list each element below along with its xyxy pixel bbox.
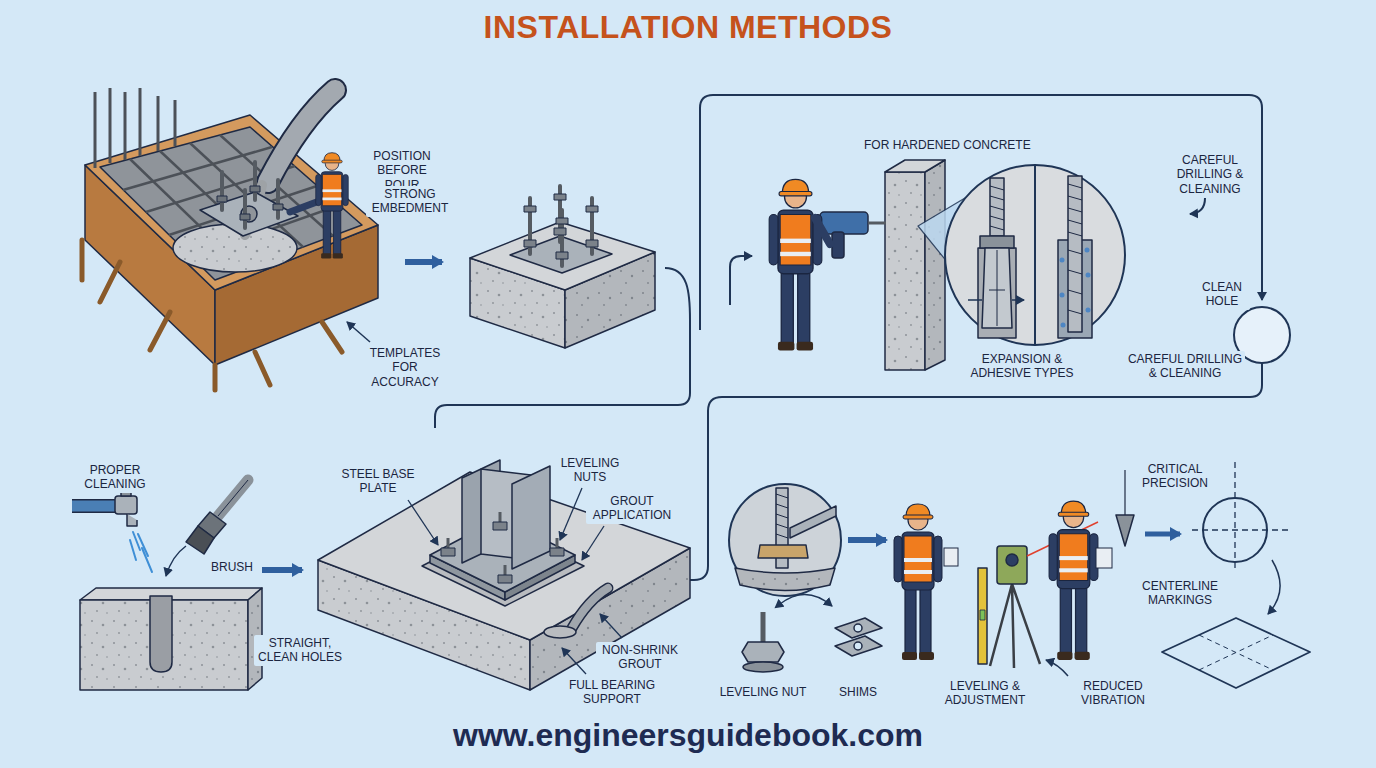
callout-label: CAREFUL DRILLING & CLEANING bbox=[1170, 152, 1250, 197]
callout-label: CLEAN HOLE bbox=[1194, 279, 1250, 310]
callout-label: STRONG EMBEDMENT bbox=[366, 186, 454, 217]
callout-label: BRUSH bbox=[202, 559, 262, 575]
callout-label: SHIMS bbox=[828, 684, 888, 700]
callout-label: FOR HARDENED CONCRETE bbox=[862, 137, 1033, 153]
base-plate-scene bbox=[318, 460, 690, 690]
tablet bbox=[1096, 548, 1112, 568]
leader-line bbox=[347, 322, 370, 342]
leveling-scene bbox=[729, 462, 1310, 688]
callout-label: TEMPLATES FOR ACCURACY bbox=[356, 345, 455, 390]
callout-label: GROUT APPLICATION bbox=[586, 493, 678, 524]
callout-label: NON-SHRINK GROUT bbox=[596, 642, 684, 673]
callout-label: EXPANSION & ADHESIVE TYPES bbox=[966, 351, 1078, 382]
worker-figure bbox=[894, 504, 942, 660]
formwork-scene bbox=[82, 88, 378, 390]
callout-label: REDUCED VIBRATION bbox=[1072, 678, 1154, 709]
website-caption: www.engineersguidebook.com bbox=[0, 716, 1376, 754]
callout-label: CRITICAL PRECISION bbox=[1135, 461, 1215, 492]
worker-figure bbox=[316, 153, 349, 259]
callout-label: LEVELING NUT bbox=[713, 684, 813, 700]
flow-arrow bbox=[405, 259, 442, 265]
callout-label: LEVELING NUTS bbox=[554, 455, 626, 486]
callout-label: STEEL BASE PLATE bbox=[338, 466, 418, 497]
drilling-scene bbox=[820, 160, 1125, 370]
callout-label: PROPER CLEANING bbox=[77, 462, 153, 493]
callout-label: FULL BEARING SUPPORT bbox=[560, 677, 664, 708]
callout-label: STRAIGHT, CLEAN HOLES bbox=[254, 635, 346, 666]
worker-figure bbox=[769, 179, 822, 350]
cleaning-scene bbox=[72, 480, 262, 690]
embedded-block bbox=[470, 186, 655, 348]
callout-label: CAREFUL DRILLING & CLEANING bbox=[1125, 351, 1245, 382]
worker-arm bbox=[815, 218, 830, 244]
tablet bbox=[944, 548, 958, 566]
callout-label: LEVELING & ADJUSTMENT bbox=[937, 678, 1033, 709]
title-heading: INSTALLATION METHODS bbox=[0, 8, 1376, 46]
worker-figure bbox=[1049, 501, 1098, 660]
flow-arrow bbox=[262, 567, 302, 573]
callout-label: CENTERLINE MARKINGS bbox=[1134, 578, 1226, 609]
